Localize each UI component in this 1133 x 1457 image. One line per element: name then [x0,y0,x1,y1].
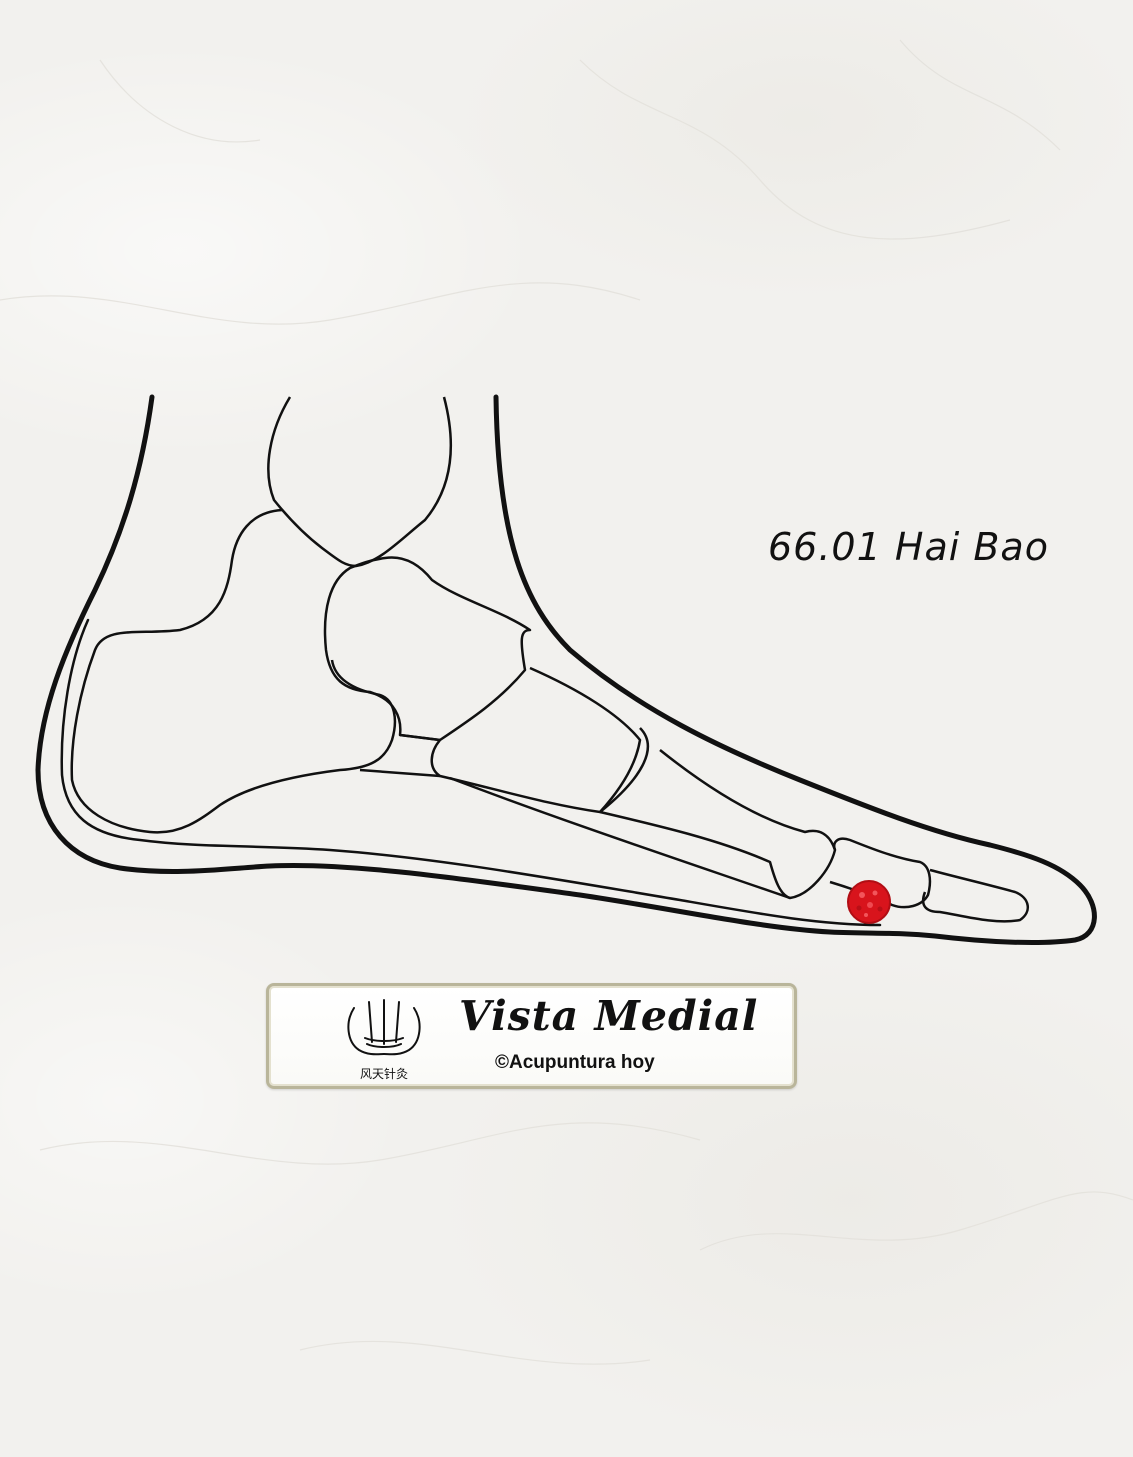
acupoint-label: 66.01 Hai Bao [768,525,1049,569]
view-badge: 风天针灸 Vista Medial ©Acupuntura hoy [266,983,797,1089]
calcaneus-bone [70,508,397,834]
acupoint-marker [847,880,891,924]
talus-bone [267,396,453,568]
svg-text:风天针灸: 风天针灸 [360,1066,408,1081]
metatarsal-shaft [449,776,791,900]
navicular-bone [323,556,532,742]
distal-phalanx-bone [921,868,1029,923]
copyright-credit: ©Acupuntura hoy [495,1052,655,1073]
view-title: Vista Medial [459,992,759,1040]
inner-outline [60,618,882,927]
cuneiform-bone [430,666,642,814]
first-metatarsal-bone [599,727,837,900]
joint-line [359,733,441,778]
foot-outline [35,394,1097,946]
acupuncture-needles-logo-icon: 风天针灸 [347,999,421,1081]
